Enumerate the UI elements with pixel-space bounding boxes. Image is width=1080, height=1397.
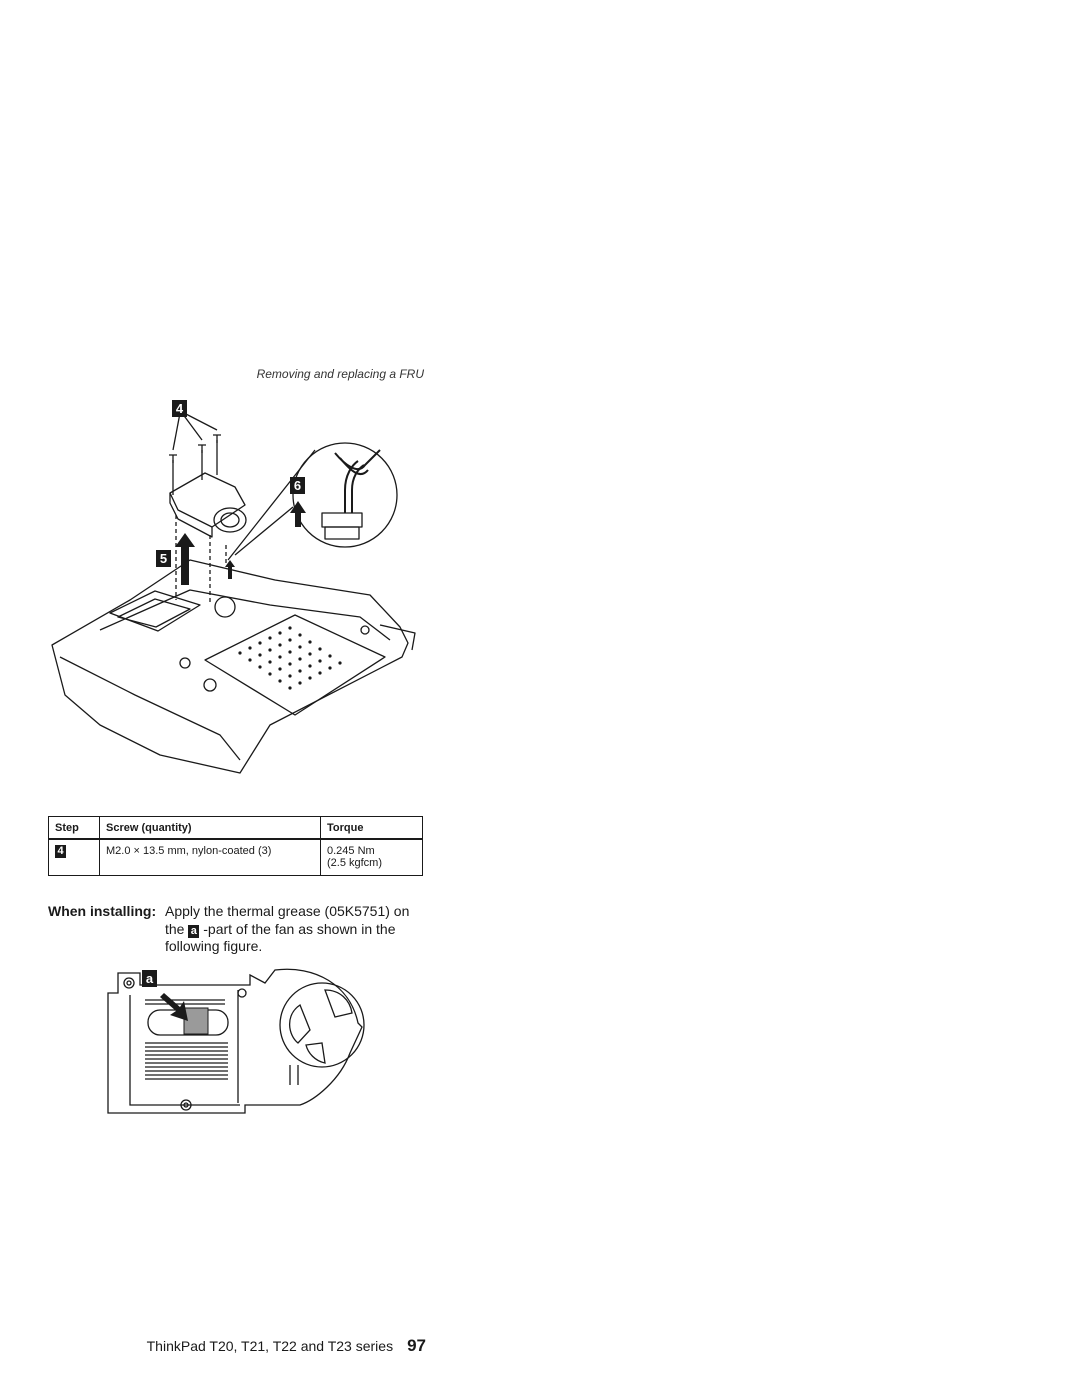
grease-area: [183, 1007, 209, 1035]
callout-5: 5: [156, 550, 171, 567]
installation-note: When installing: Apply the thermal greas…: [48, 903, 428, 954]
callout-5-label: 5: [160, 551, 167, 566]
col-screw-header: Screw (quantity): [99, 816, 321, 840]
fan-removal-illustration: 4 5 6: [51, 400, 416, 774]
step-badge: 4: [55, 845, 66, 858]
callout-4: 4: [172, 400, 187, 417]
running-header: Removing and replacing a FRU: [256, 367, 424, 381]
page-number: 97: [407, 1336, 426, 1355]
callout-a: a: [142, 970, 157, 987]
torque-kgf: (2.5 kgfcm): [327, 857, 383, 869]
step-cell: 4: [48, 839, 100, 876]
mesh-panel: [204, 614, 386, 716]
col-step-header: Step: [48, 816, 100, 840]
lift-arrow-6: [290, 501, 306, 527]
footer-series: ThinkPad T20, T21, T22 and T23 series: [146, 1338, 394, 1354]
thermal-grease-illustration: a: [107, 968, 365, 1114]
grease-arrow: [160, 993, 188, 1021]
callout-4-label: 4: [176, 401, 184, 416]
screw-torque-table: Step Screw (quantity) Torque 4 M2.0 × 13…: [48, 816, 423, 876]
installation-label: When installing:: [48, 903, 157, 919]
page-footer: ThinkPad T20, T21, T22 and T23 series 97: [0, 1336, 426, 1356]
col-torque-header: Torque: [320, 816, 423, 840]
lift-arrow-5: [175, 533, 195, 585]
callout-6-label: 6: [294, 478, 301, 493]
mesh-holes: [238, 626, 342, 690]
connector-zoom-circle: [292, 442, 398, 548]
torque-nm: 0.245 Nm: [327, 845, 375, 857]
screw-cell: M2.0 × 13.5 mm, nylon-coated (3): [99, 839, 321, 876]
installation-text: Apply the thermal grease (05K5751) on th…: [165, 903, 425, 956]
fin-lines: [145, 999, 228, 1080]
callout-6: 6: [290, 477, 305, 494]
installation-text-part2: -part of the fan as shown in the followi…: [165, 920, 396, 955]
callout-a-label: a: [146, 971, 154, 986]
fan-plate-outline: [107, 968, 363, 1114]
table-header-row: Step Screw (quantity) Torque: [48, 816, 423, 840]
installation-text-part1: Apply the thermal grease (05K5751) on th…: [165, 903, 410, 937]
chassis-outline: [51, 559, 409, 774]
fan-assembly: [169, 472, 246, 528]
table-row: 4 M2.0 × 13.5 mm, nylon-coated (3) 0.245…: [48, 839, 423, 876]
torque-cell: 0.245 Nm (2.5 kgfcm): [320, 839, 423, 876]
callout-a-inline: a: [188, 924, 200, 938]
